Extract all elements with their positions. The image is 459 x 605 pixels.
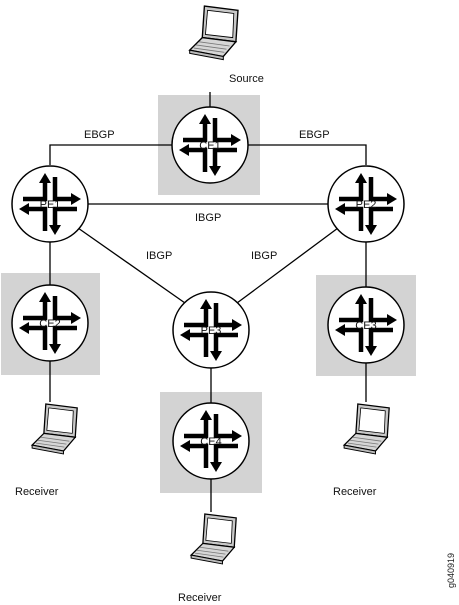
router-pe1-label: PE1 [40,199,61,211]
laptop-receiver-ce4-icon [190,513,237,565]
label-ibgp-pe1-pe2: IBGP [195,212,221,224]
router-ce3: CE3 [327,286,405,364]
figure-code: g040919 [446,553,456,588]
router-pe2-label: PE2 [356,199,377,211]
label-ebgp-right: EBGP [299,129,330,141]
router-ce2-label: CE2 [39,318,60,330]
router-pe3: PE3 [172,291,250,369]
laptop-receiver-ce3-icon [343,403,390,455]
host-receiver-ce3-label: Receiver [333,486,377,498]
router-ce1-label: CE1 [199,140,220,152]
router-ce3-label: CE3 [355,320,376,332]
host-receiver-ce4-label: Receiver [178,592,222,604]
router-ce4-label: CE4 [200,436,221,448]
router-ce2: CE2 [11,284,89,362]
host-source-label: Source [229,73,264,85]
label-ibgp-pe1-pe3: IBGP [146,250,172,262]
link-pe2-pe3 [236,227,339,304]
link-ce1-pe2 [248,144,367,165]
laptop-receiver-ce2-icon [31,403,78,455]
link-ce1-pe1 [49,144,172,165]
laptop-source-icon [189,5,239,61]
host-receiver-ce2-label: Receiver [15,486,59,498]
label-ebgp-left: EBGP [84,129,115,141]
router-ce1: CE1 [171,106,249,184]
router-pe3-label: PE3 [201,325,222,337]
link-pe1-pe3 [77,227,186,304]
router-pe2: PE2 [327,165,405,243]
links [49,92,367,512]
router-pe1: PE1 [11,165,89,243]
label-ibgp-pe2-pe3: IBGP [251,250,277,262]
router-ce4: CE4 [172,402,250,480]
